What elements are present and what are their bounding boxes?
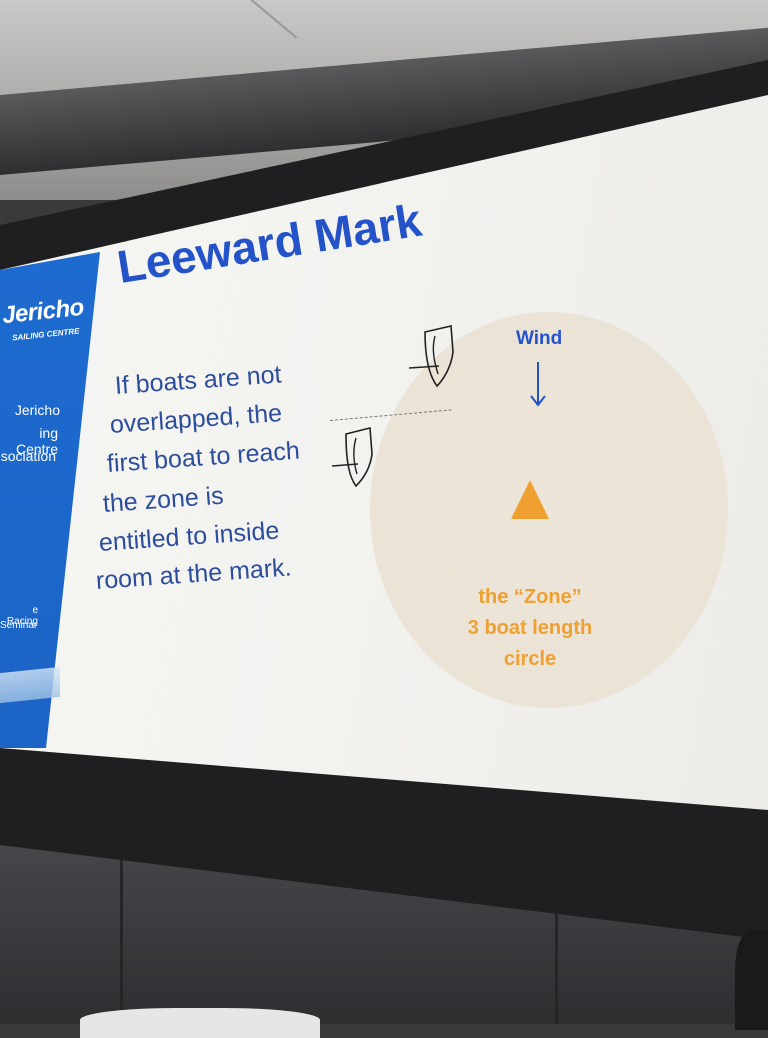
sidebar-seminar-line-2: Seminar — [0, 620, 38, 631]
sidebar-seminar-line-1: e Racing — [6, 605, 38, 627]
boat-2-icon — [331, 426, 373, 488]
wall-seam — [120, 840, 123, 1024]
zone-label-line-2: 3 boat length — [467, 617, 593, 639]
mark-triangle-icon — [511, 480, 549, 519]
boat-1-icon — [408, 325, 454, 388]
sidebar-org-line-1: Jericho — [14, 402, 60, 418]
sidebar-org-line-2: ing Centre — [15, 425, 58, 457]
sidebar-org-line-3: sociation — [0, 448, 56, 464]
zone-circle — [370, 312, 728, 708]
zone-label-line-1: the “Zone” — [478, 586, 582, 608]
wall-seam — [555, 840, 558, 1024]
table-edge — [80, 1008, 320, 1038]
wind-label: Wind — [516, 328, 563, 349]
chair — [735, 930, 768, 1030]
zone-label-line-3: circle — [503, 648, 557, 670]
wind-arrow-icon — [530, 362, 546, 407]
sidebar-stripe — [0, 666, 60, 704]
